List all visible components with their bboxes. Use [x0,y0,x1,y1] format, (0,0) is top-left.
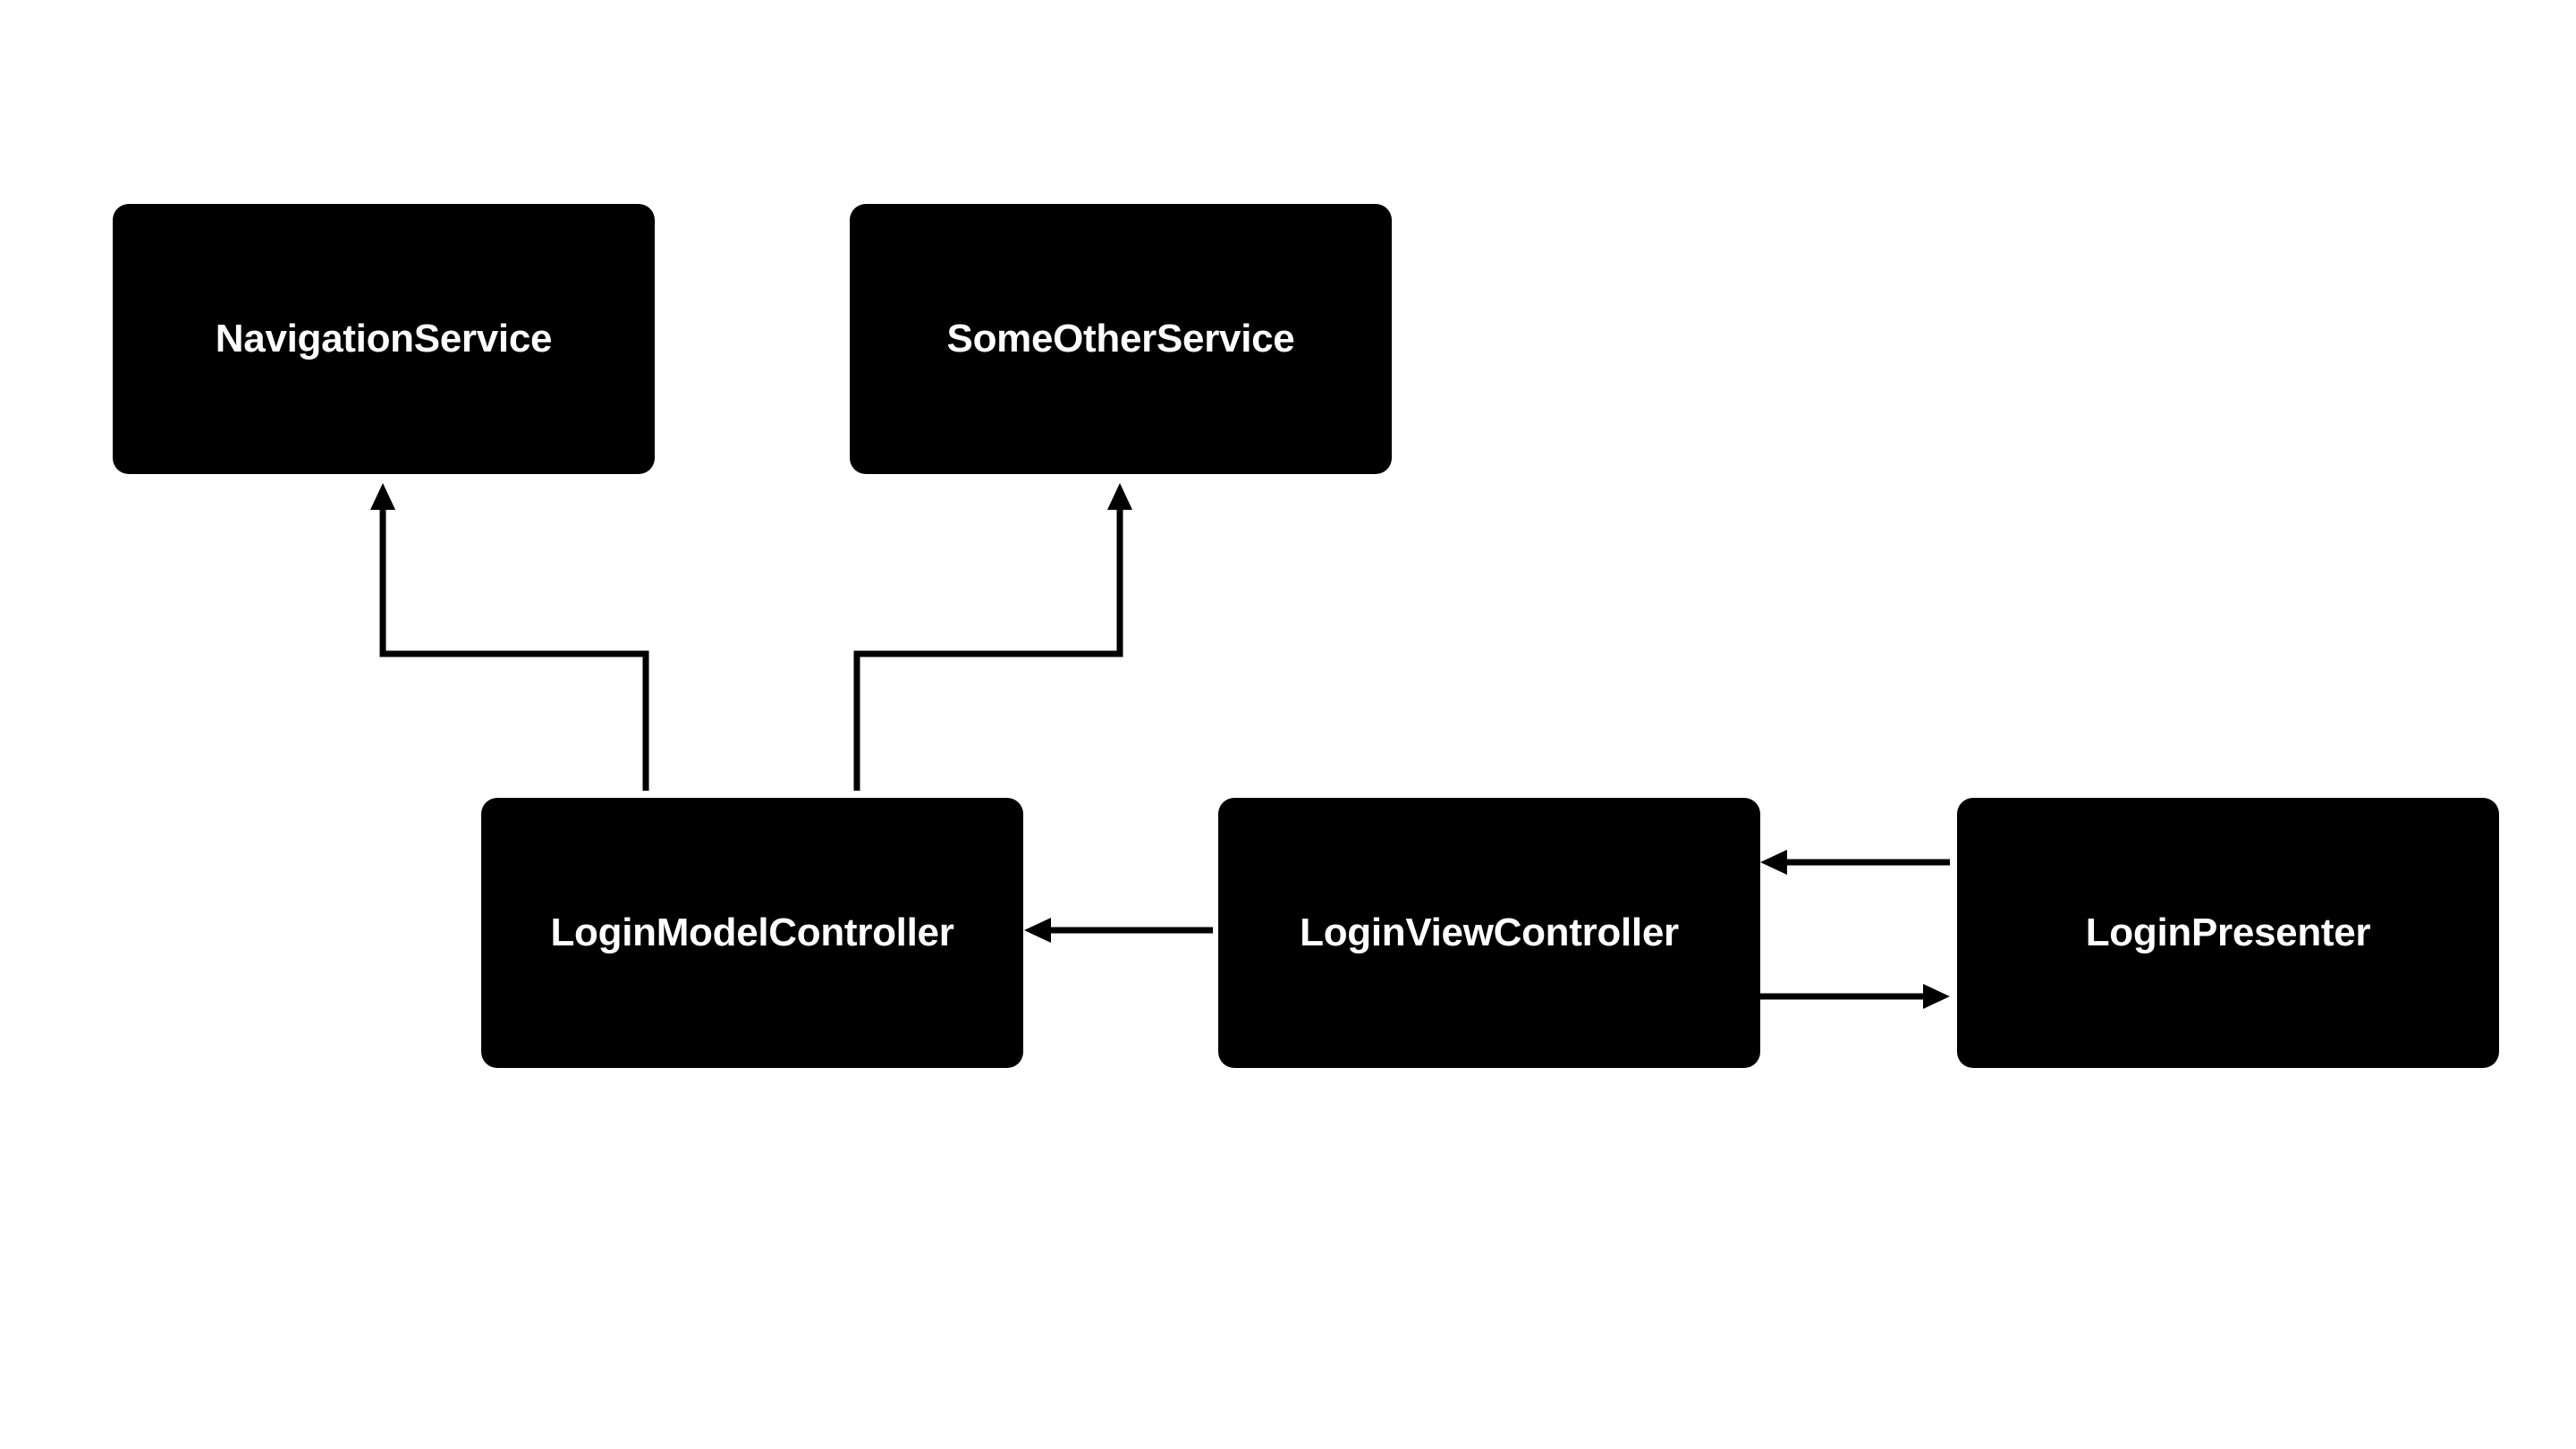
node-some-other-service: SomeOtherService [850,204,1392,474]
arrow-head-left-icon [1024,918,1051,943]
edge-login-view-controller-to-login-model-controller [1024,918,1213,943]
node-label: SomeOtherService [946,317,1295,360]
edge-login-view-controller-to-login-presenter [1760,984,1950,1009]
arrow-head-up-icon [1107,483,1132,510]
node-login-view-controller: LoginViewController [1218,798,1760,1068]
edge-login-presenter-to-login-view-controller [1760,850,1950,875]
edge-login-model-controller-to-navigation-service [370,483,649,791]
arrow-head-right-icon [1923,984,1950,1009]
node-label: LoginPresenter [2085,911,2371,954]
node-navigation-service: NavigationService [113,204,655,474]
node-login-model-controller: LoginModelController [481,798,1023,1068]
node-label: LoginViewController [1300,911,1679,954]
edge-login-model-controller-to-some-other-service [853,483,1132,791]
arrow-head-left-icon [1760,850,1787,875]
arrow-head-up-icon [370,483,395,510]
node-label: LoginModelController [550,911,954,954]
node-label: NavigationService [215,317,553,360]
node-login-presenter: LoginPresenter [1957,798,2499,1068]
